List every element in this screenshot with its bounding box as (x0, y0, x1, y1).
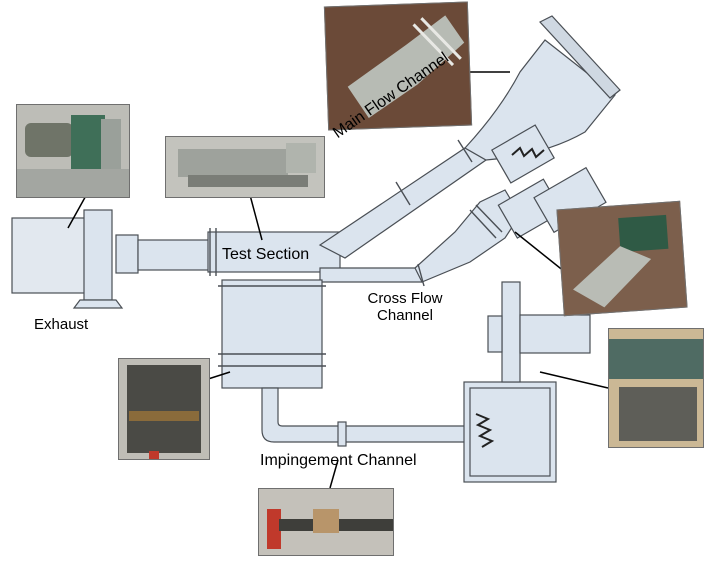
impingement-blower-photo (608, 328, 704, 448)
heater-element-icon (475, 413, 495, 448)
test-section-duct (207, 231, 341, 273)
test-section-photo (165, 136, 325, 198)
impingement-pipe (261, 387, 469, 443)
impingement-blower-flange (487, 315, 503, 353)
exhaust-flange (115, 234, 139, 274)
main-flow-contraction-photo (323, 1, 473, 131)
impingement-channel-label: Impingement Channel (260, 452, 417, 469)
exhaust-motor (11, 217, 93, 294)
impingement-blower-inner (469, 387, 551, 477)
heater-element-icon-2 (511, 146, 545, 159)
main-inlet-flange (539, 15, 621, 99)
cross-flow-blower-photo (556, 200, 688, 317)
exhaust-label: Exhaust (34, 316, 89, 333)
cross-flow-duct (319, 267, 423, 283)
impingement-pipe-photo (258, 488, 394, 556)
pipe-coupling (337, 421, 347, 447)
plenum-box (221, 279, 323, 389)
exhaust-blower-photo (16, 104, 130, 198)
cross-flow-channel-label: Cross Flow Channel (346, 290, 464, 324)
impingement-blower-motor (519, 314, 591, 354)
impingement-blower-box (463, 381, 557, 483)
exhaust-duct (137, 239, 211, 271)
plenum-photo (118, 358, 210, 460)
cross-flow-label-line-1: Cross Flow (367, 290, 443, 307)
impingement-blower-fan (501, 281, 521, 383)
test-section-label: Test Section (222, 246, 310, 263)
exhaust-housing (83, 209, 113, 301)
cross-flow-label-line-2: Channel (377, 307, 433, 324)
exhaust-base (72, 299, 124, 309)
